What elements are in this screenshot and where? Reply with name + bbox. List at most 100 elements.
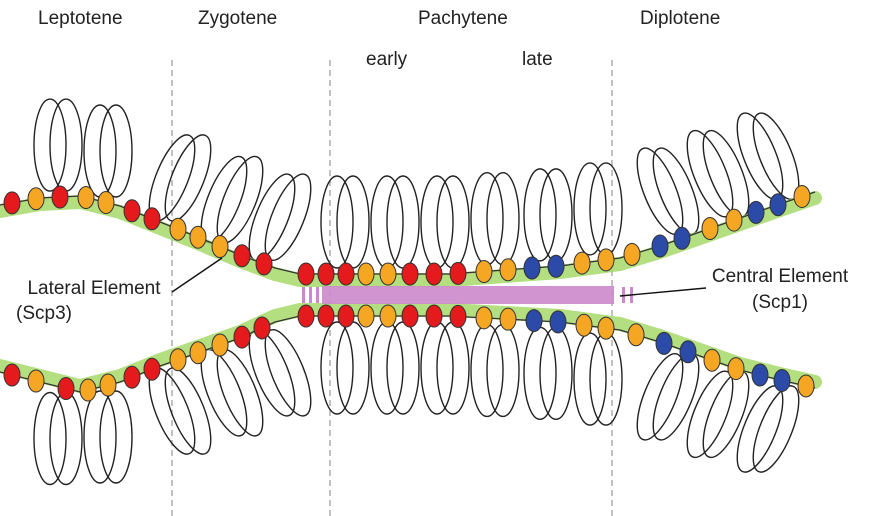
- upper-cohesin-bead: [298, 263, 314, 285]
- upper-loop-pair: [524, 169, 572, 261]
- chromatin-loop: [678, 366, 742, 463]
- stage-zygotene-label: Zygotene: [198, 8, 277, 30]
- central-element-tick: [316, 287, 319, 303]
- upper-cohesin-bead: [770, 194, 786, 216]
- upper-cohesin-bead: [794, 185, 810, 207]
- lower-cohesin-bead: [526, 310, 542, 332]
- lower-loop-pair: [628, 348, 708, 445]
- lower-cohesin-bead: [774, 369, 790, 391]
- lower-cohesin-bead: [338, 305, 354, 327]
- lower-cohesin-bead: [550, 311, 566, 333]
- upper-loop-pair: [628, 143, 708, 240]
- upper-cohesin-bead: [124, 200, 140, 222]
- upper-cohesin-bead: [450, 262, 466, 284]
- central-element: [302, 286, 633, 304]
- upper-cohesin-bead: [234, 245, 250, 267]
- lower-cohesin-bead: [144, 358, 160, 380]
- upper-chromosome-axis: [0, 192, 815, 274]
- chromatin-loop: [644, 348, 708, 445]
- upper-cohesin-bead: [426, 263, 442, 285]
- lower-cohesin-bead: [576, 314, 592, 336]
- lower-cohesin-bead: [500, 308, 516, 330]
- upper-cohesin-bead: [574, 252, 590, 274]
- upper-cohesin-bead: [548, 255, 564, 277]
- upper-cohesin-bead: [98, 192, 114, 214]
- stage-diplotene-label: Diplotene: [640, 8, 720, 30]
- upper-cohesin-bead: [748, 201, 764, 223]
- central-element-tick: [309, 287, 312, 303]
- upper-loop-pair: [678, 125, 758, 222]
- central-element-bar: [322, 286, 614, 304]
- upper-cohesin-bead: [702, 218, 718, 240]
- stage-leptotene-label: Leptotene: [38, 8, 123, 30]
- lower-cohesin-bead: [212, 334, 228, 356]
- lower-loop-pair: [240, 324, 320, 421]
- lower-cohesin-bead: [426, 305, 442, 327]
- upper-cohesin-bead: [28, 188, 44, 210]
- upper-cohesin-bead: [598, 249, 614, 271]
- upper-cohesin-bead: [652, 235, 668, 257]
- lower-cohesin-bead: [680, 341, 696, 363]
- upper-cohesin-bead: [144, 208, 160, 230]
- upper-cohesin-bead: [524, 257, 540, 279]
- lower-loop-pair: [524, 327, 572, 419]
- lower-cohesin-bead: [598, 317, 614, 339]
- lower-loop-pair: [421, 322, 469, 414]
- chromatin-loop: [628, 348, 692, 445]
- chromatin-loop: [208, 344, 272, 441]
- lower-cohesin-bead: [254, 317, 270, 339]
- lateral-element-label: Lateral Element: [14, 278, 174, 300]
- lower-cohesin-bead: [476, 307, 492, 329]
- lower-loop-pair: [728, 380, 808, 477]
- upper-loop-pair: [34, 99, 82, 191]
- chromatin-loop: [744, 380, 808, 477]
- upper-cohesin-bead: [338, 263, 354, 285]
- upper-cohesin-bead: [624, 243, 640, 265]
- upper-cohesin-bead: [476, 261, 492, 283]
- upper-loop-pair: [471, 173, 519, 265]
- upper-loop-pair: [574, 163, 622, 255]
- lower-cohesin-bead: [402, 305, 418, 327]
- upper-cohesin-bead: [402, 263, 418, 285]
- upper-cohesin-bead: [4, 192, 20, 214]
- chromatin-loop: [628, 143, 692, 240]
- upper-cohesin-bead: [674, 227, 690, 249]
- central-element-protein-label: (Scp1): [728, 292, 832, 314]
- chromatin-loop: [156, 129, 220, 226]
- chromatin-loop: [728, 108, 792, 205]
- lower-cohesin-bead: [450, 305, 466, 327]
- upper-loop-pair: [84, 105, 132, 197]
- lower-cohesin-bead: [58, 378, 74, 400]
- chromatin-loop: [156, 362, 220, 459]
- central-element-label: Central Element: [700, 266, 860, 288]
- lower-cohesin-bead: [28, 370, 44, 392]
- pachytene-early-label: early: [366, 49, 407, 71]
- lower-cohesin-bead: [298, 305, 314, 327]
- upper-cohesin-bead: [256, 253, 272, 275]
- upper-cohesin-bead: [500, 259, 516, 281]
- upper-cohesin-bead: [52, 186, 68, 208]
- upper-cohesin-bead: [78, 187, 94, 209]
- lower-loop-pair: [321, 322, 369, 414]
- upper-loop-pair: [240, 169, 320, 266]
- upper-loop-pair: [421, 176, 469, 268]
- lower-cohesin-bead: [704, 349, 720, 371]
- upper-cohesin-bead: [726, 209, 742, 231]
- chromatin-loop: [644, 143, 708, 240]
- lower-cohesin-bead: [728, 358, 744, 380]
- lower-cohesin-bead: [234, 326, 250, 348]
- chromatin-loop: [678, 125, 742, 222]
- chromatin-loop: [256, 324, 320, 421]
- central-element-tick: [302, 287, 305, 303]
- lower-loop-pair: [84, 391, 132, 483]
- lower-cohesin-bead: [798, 375, 814, 397]
- lower-cohesin-bead: [318, 305, 334, 327]
- lower-cohesin-bead: [752, 364, 768, 386]
- upper-cohesin-bead: [318, 263, 334, 285]
- lower-cohesin-bead: [190, 342, 206, 364]
- lower-loop-pair: [371, 322, 419, 414]
- upper-loop-pair: [371, 176, 419, 268]
- lower-cohesin-bead: [358, 305, 374, 327]
- upper-cohesin-bead: [170, 218, 186, 240]
